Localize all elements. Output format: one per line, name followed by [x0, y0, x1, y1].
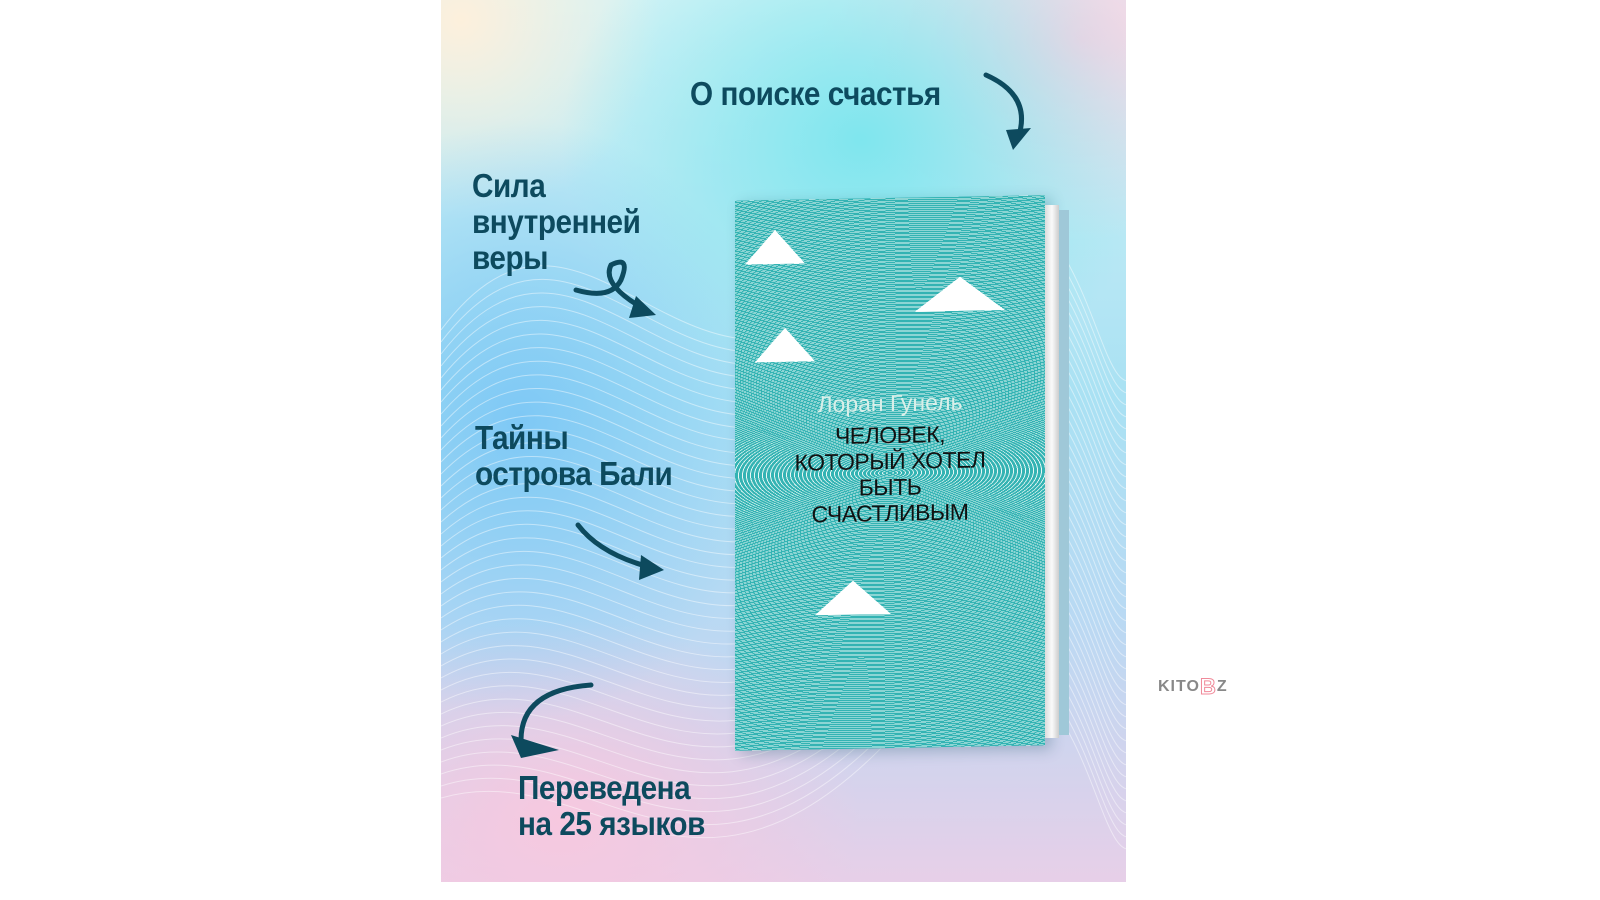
product-poster: О поиске счастья Сила внутренней веры Та…	[441, 0, 1126, 882]
label-line: Тайны	[475, 419, 569, 456]
label-line: на 25 языков	[518, 805, 705, 842]
title-line: СЧАСТЛИВЫМ	[811, 498, 969, 528]
arrowhead-icon	[1006, 128, 1031, 150]
paper-boat-icon	[915, 275, 1005, 312]
paper-boat-icon	[815, 579, 891, 616]
label-line: веры	[472, 239, 549, 276]
arrowhead-icon	[629, 296, 656, 318]
kitobz-logo: KITOBZ	[1158, 674, 1228, 700]
paper-boat-icon	[745, 229, 805, 265]
arrowhead-icon	[511, 735, 559, 758]
label-search-happiness: О поиске счастья	[690, 75, 941, 112]
book-author: Лоран Гунель	[817, 388, 963, 418]
book-cover: Лоран Гунель ЧЕЛОВЕК, КОТОРЫЙ ХОТЕЛ БЫТЬ…	[735, 195, 1045, 751]
arrow-icon	[573, 259, 649, 313]
paper-boat-icon	[755, 327, 815, 363]
label-line: острова Бали	[475, 455, 673, 492]
label-line: Переведена	[518, 769, 691, 806]
arrows	[511, 72, 1031, 758]
book-title: ЧЕЛОВЕК, КОТОРЫЙ ХОТЕЛ БЫТЬ СЧАСТЛИВЫМ	[735, 419, 1045, 528]
arrow-icon	[983, 72, 1025, 138]
book-pages	[1045, 205, 1059, 738]
arrowhead-icon	[639, 555, 664, 580]
arrow-icon	[518, 682, 594, 743]
label-line: Сила	[472, 167, 546, 204]
label-inner-faith: Сила внутренней веры	[472, 167, 641, 276]
label-bali: Тайны острова Бали	[475, 419, 673, 492]
label-line: внутренней	[472, 203, 641, 240]
book-back	[1059, 210, 1069, 735]
label-translated: Переведена на 25 языков	[518, 770, 705, 842]
